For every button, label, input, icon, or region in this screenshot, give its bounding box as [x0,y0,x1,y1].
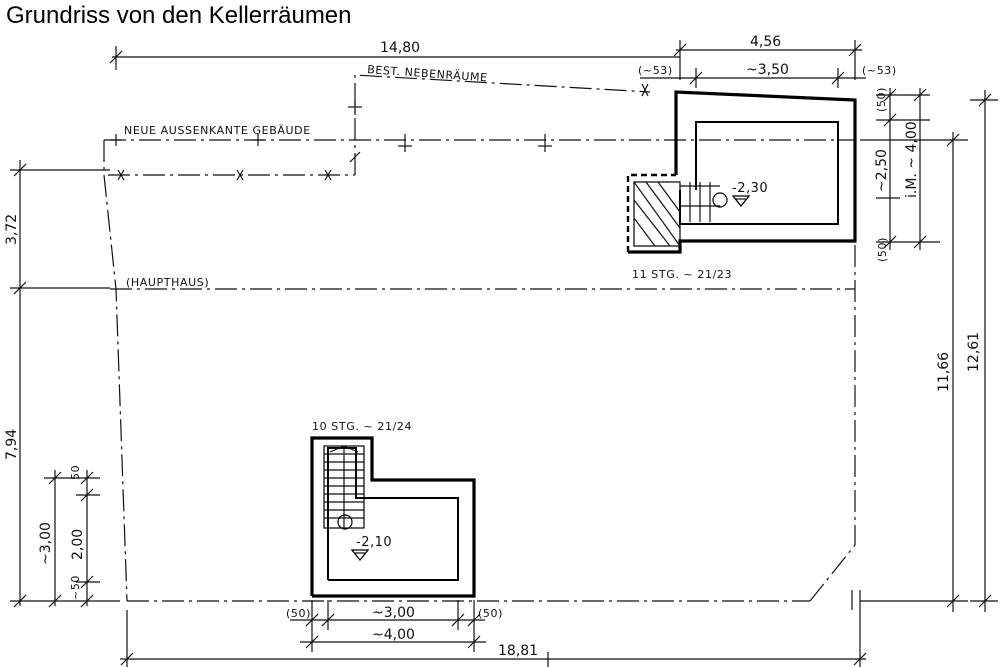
dim-top-right: 4,56 [750,34,781,50]
dim-top-total: 14,80 [380,40,420,56]
dim-right-im-4-00: i.M. ~ 4,00 [904,121,920,198]
cellar-room-top [626,90,857,254]
drawing-labels: BEST. NEBENRÄUME NEUE AUSSENKANTE GEBÄUD… [4,34,982,659]
dim-right-12-61: 12,61 [966,332,982,372]
page-title: Grundriss von den Kellerräumen [6,2,352,29]
dim-bottom-50-right: (50) [478,607,503,620]
dim-right-small: (50) [875,87,888,112]
level-marker-top [731,195,751,208]
dim-top-inner: ~3,50 [746,62,789,78]
dim-left-3-72: 3,72 [4,214,20,245]
dim-right-11-66: 11,66 [936,352,952,392]
level-top: -2,30 [732,181,768,196]
building-outline [103,74,856,610]
label-existing-side-rooms: BEST. NEBENRÄUME [367,63,488,84]
dim-left-50-top: 50 [69,465,82,480]
dim-bottom-total: 18,81 [498,643,538,659]
dim-left-50-bottom: ~50 [69,575,82,600]
cellar-room-bottom [310,436,476,598]
label-main-house: (HAUPTHAUS) [126,276,209,289]
dimension-lines [10,40,998,667]
dim-left-3-00: ~3,00 [38,522,54,565]
staircase-bottom [323,445,365,530]
dim-right-2-50: ~2,50 [874,149,890,192]
dim-right-50-bottom: (50) [876,237,889,262]
staircase-top [633,181,728,247]
level-bottom: -2,10 [356,535,392,550]
label-stairs-top: 11 STG. ~ 21/23 [632,268,732,281]
level-marker-bottom [350,549,370,562]
dim-left-7-94: 7,94 [4,429,20,460]
dim-bottom-50-left: (50) [286,607,311,620]
dim-top-left-wall: (~53) [638,64,673,77]
label-stairs-bottom: 10 STG. ~ 21/24 [312,420,412,433]
label-new-outer-edge: NEUE AUSSENKANTE GEBÄUDE [124,124,311,137]
dim-bottom-4-00: ~4,00 [372,627,415,643]
dim-left-2-00: 2,00 [70,529,86,560]
dim-bottom-3-00: ~3,00 [372,605,415,621]
dim-top-right-wall: (~53) [862,64,897,77]
